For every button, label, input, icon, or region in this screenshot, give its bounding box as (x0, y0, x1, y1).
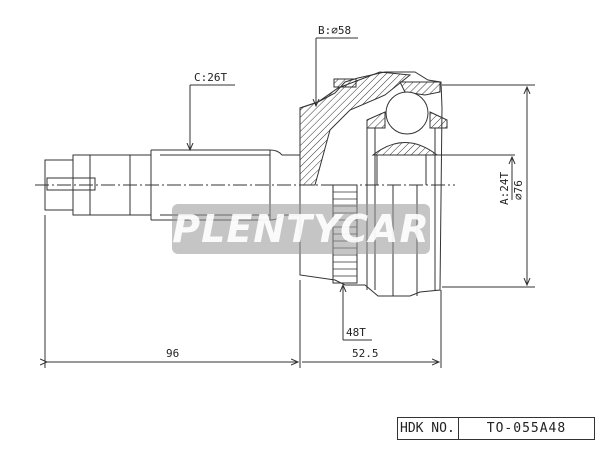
label-48t: 48T (346, 326, 366, 339)
dim-76: ⌀76 (512, 180, 525, 200)
part-number-header: HDK NO. (398, 418, 459, 439)
label-b-58: B:⌀58 (318, 24, 351, 37)
label-a-24t: A:24T (498, 172, 511, 205)
ball (385, 91, 429, 135)
part-number-value: TO-055A48 (486, 421, 567, 436)
dim-96: 96 (166, 347, 179, 360)
watermark-logo: PLENTYCAR (172, 204, 430, 254)
label-c-26t: C:26T (194, 71, 227, 84)
dim-52-5: 52.5 (352, 347, 379, 360)
part-number-table: HDK NO. TO-055A48 (397, 417, 595, 440)
